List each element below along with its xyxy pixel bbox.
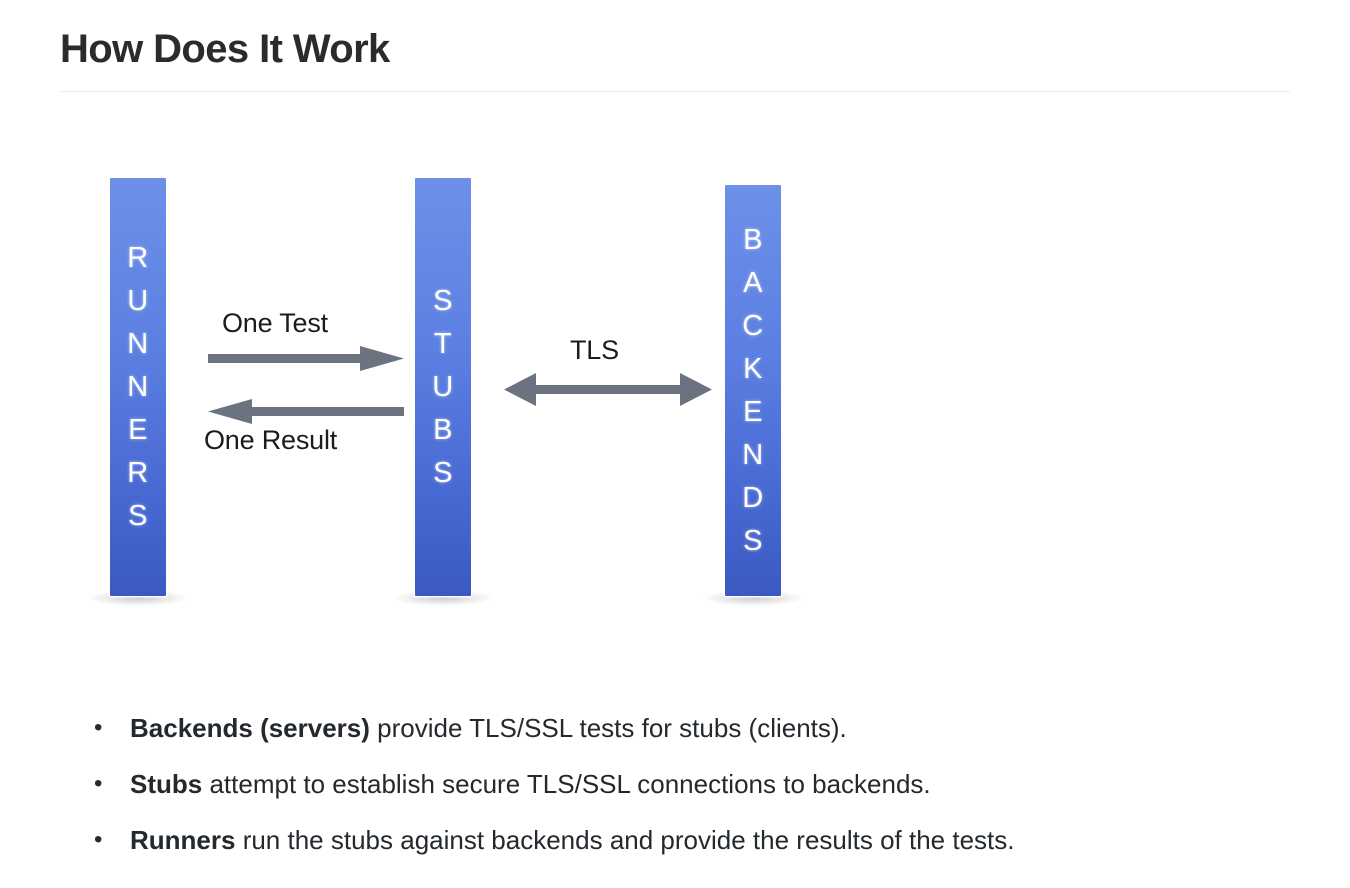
page-title: How Does It Work [60, 27, 390, 71]
arrow-left-icon [208, 399, 404, 424]
pillar-backends[interactable]: B A C K E N D S [725, 185, 781, 596]
pillar-runners[interactable]: R U N N E R S [110, 178, 166, 596]
pillar-letter: E [128, 413, 148, 446]
pillar-letter: A [743, 266, 763, 299]
arrow-bidirectional-icon [504, 373, 712, 406]
pillar-letter: S [743, 524, 763, 557]
arrow-one-result: One Result [200, 395, 410, 473]
pillar-letter: N [127, 327, 149, 360]
title-divider [60, 91, 1290, 92]
bullet-term: Backends (servers) [130, 713, 370, 743]
pillar-runners-label: R U N N E R S [127, 237, 148, 538]
pillar-letter: N [742, 438, 764, 471]
pillar-letter: E [743, 395, 763, 428]
arrow-right-icon [208, 346, 404, 371]
pillar-letter: D [742, 481, 764, 514]
architecture-diagram: R U N N E R S S T U B S B A C K E N D S [0, 150, 1350, 640]
pillar-stubs-label: S T U B S [432, 280, 453, 495]
page-header: How Does It Work [60, 26, 1290, 92]
arrow-one-test-label: One Test [222, 308, 328, 338]
pillar-letter: C [742, 309, 764, 342]
pillar-letter: N [127, 370, 149, 403]
list-item: Runners run the stubs against backends a… [84, 812, 1324, 868]
bullet-term: Runners [130, 825, 236, 855]
pillar-letter: R [127, 456, 149, 489]
arrow-one-result-label: One Result [204, 425, 338, 455]
arrow-one-test: One Test [200, 300, 410, 371]
bullet-term: Stubs [130, 769, 203, 799]
pillar-letter: B [433, 413, 453, 446]
bullet-text: provide TLS/SSL tests for stubs (clients… [369, 713, 847, 743]
list-item: Backends (servers) provide TLS/SSL tests… [84, 700, 1324, 756]
pillar-letter: S [128, 499, 148, 532]
arrow-tls-label: TLS [570, 335, 619, 365]
pillar-letter: B [743, 223, 763, 256]
pillar-letter: K [743, 352, 763, 385]
pillar-letter: R [127, 241, 149, 274]
pillar-letter: S [433, 456, 453, 489]
bullet-text: run the stubs against backends and provi… [235, 825, 1015, 855]
pillar-letter: T [433, 327, 453, 360]
pillar-letter: U [127, 284, 149, 317]
pillar-backends-label: B A C K E N D S [742, 219, 763, 563]
pillar-stubs[interactable]: S T U B S [415, 178, 471, 596]
summary-bullet-list: Backends (servers) provide TLS/SSL tests… [84, 700, 1324, 868]
pillar-letter: U [432, 370, 454, 403]
bullet-text: attempt to establish secure TLS/SSL conn… [202, 769, 931, 799]
arrow-tls: TLS [500, 335, 720, 410]
pillar-letter: S [433, 284, 453, 317]
list-item: Stubs attempt to establish secure TLS/SS… [84, 756, 1324, 812]
